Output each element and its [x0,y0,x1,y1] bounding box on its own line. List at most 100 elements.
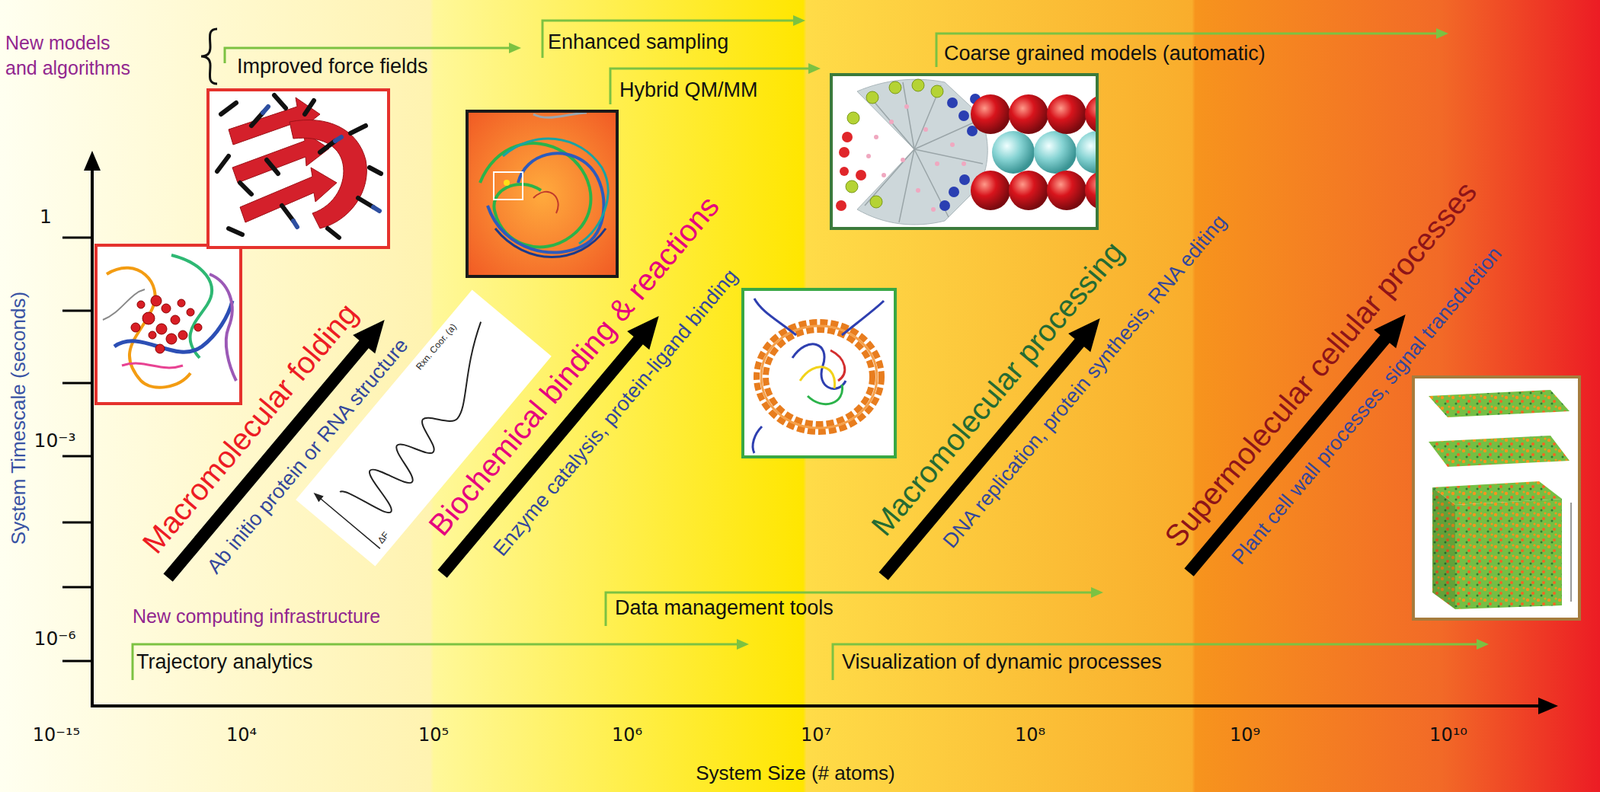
cell-wall-image [1432,487,1456,610]
axis [83,150,101,171]
axis [90,704,1541,708]
coarse-grained-image [914,149,983,164]
range-arrow [808,63,821,74]
tick-label: 10⁻³ [33,431,76,451]
rna-structure-image [142,312,155,325]
enzyme-structure-image [502,138,608,244]
coarse-grained-image [947,97,958,109]
nucleosome-image [807,384,843,405]
nucleosome-image [841,300,884,336]
tick-label: 10⁹ [1229,726,1261,745]
rna-structure-image [166,333,177,345]
cell-wall-image [1428,390,1570,418]
protein-structure-image [320,140,336,153]
tick-label: 10⁸ [1014,726,1046,745]
enzyme-structure-image [495,228,606,258]
rna-structure-image [102,255,237,388]
coarse-grained-image [1033,131,1077,174]
enzyme-structure-image [533,192,559,214]
coarse-grained-image [835,79,1096,225]
range-arrow [508,42,522,54]
protein-structure-image [251,112,263,126]
protein-structure-image [262,106,380,228]
rna-structure-image [137,300,145,309]
method-label: Enhanced sampling [547,30,729,55]
coarse-grained-image [904,104,909,109]
method-label: Improved force fields [236,54,429,79]
cell-wall-image [1428,390,1572,610]
coarse-grained-image [866,104,967,212]
axis [62,586,93,589]
nucleosome-image [752,298,884,454]
axis-label: ΔF [375,530,391,547]
axis [62,382,93,385]
coarse-grained-image [845,180,858,193]
coarse-grained-image [873,134,879,140]
cell-wall-image [1413,377,1580,620]
coarse-grained-image [847,112,860,125]
range-arrow [610,68,810,105]
rna-structure-image [131,323,141,333]
axis [62,236,93,240]
enzyme-structure-image [533,112,587,118]
nucleosome-image [830,350,845,381]
coarse-grained-image [868,95,915,150]
tick-label: 10⁶ [611,726,643,745]
rna-structure-image [131,295,202,354]
coarse-grained-image [1075,131,1096,174]
range-arrow [736,639,749,650]
coarse-grained-image [1008,94,1049,135]
energy-curve [339,321,522,525]
protein-structure-image [208,89,389,248]
rna-structure-image [114,300,233,352]
protein-structure-image [289,119,367,229]
protein-structure-image [327,228,340,238]
protein-structure-image [217,95,381,238]
coarse-grained-image [831,74,1098,229]
protein-structure-image [281,205,294,221]
nucleosome-image [754,298,797,336]
category-arrow [872,309,1111,586]
cell-wall-image [1428,435,1570,468]
protein-structure-image [228,97,367,229]
coarse-grained-image [1008,170,1049,211]
enzyme-structure-image [467,111,618,277]
protein-structure-image [358,198,374,208]
tick-label: 10⁴ [226,726,257,745]
axis [90,166,94,708]
tick-label: 10⁻¹⁵ [32,726,80,745]
coarse-grained-image [857,79,988,225]
protein-structure-image [240,182,252,195]
brace [201,28,218,84]
coarse-grained-image [1046,170,1087,211]
method-label: Coarse grained models (automatic) [944,41,1266,66]
protein-structure-image [274,95,286,109]
axis [62,521,93,525]
coarse-grained-image [1046,94,1087,135]
cell-wall-image [1571,502,1572,602]
coarse-grained-image [934,161,940,167]
range-arrow [542,20,795,58]
coarse-grained-image [961,161,967,167]
coarse-grained-image [958,110,970,122]
coarse-grained-image [992,131,1035,174]
coarse-grained-image [899,149,915,223]
coarse-grained-image [915,188,921,193]
energy-curve [320,499,381,550]
protein-structure-image [293,220,298,228]
rna-structure-image [96,245,241,404]
coarse-grained-image [912,79,925,92]
coarse-grained-image [914,121,976,150]
category-heading: New models and algorithms [5,30,148,80]
coarse-grained-image [889,119,894,125]
coarse-grained-image [900,157,906,163]
nucleosome-image [742,289,896,458]
range-arrow [1436,28,1449,39]
rna-structure-image [150,295,162,307]
rna-structure-image [178,330,188,340]
axis [62,310,93,313]
rna-structure-image [148,331,157,340]
protein-structure-image [335,137,342,141]
protein-structure-image [369,167,381,174]
